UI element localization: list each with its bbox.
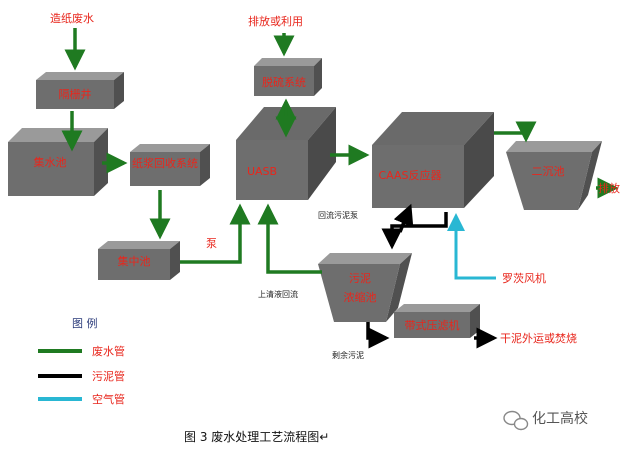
secondary-clarifier-label: 二沉池 [532, 165, 565, 178]
excess-sludge-label: 剩余污泥 [332, 350, 364, 360]
pipe-supernatant-return [257, 203, 322, 274]
pipe-thickener-to-press [366, 322, 390, 349]
caas-reactor-label: CAAS反应器 [378, 168, 441, 182]
sludge-thickener-label-2: 浓缩池 [344, 291, 377, 304]
pipe-return-sludge [381, 212, 448, 250]
legend-air-label: 空气管 [92, 392, 125, 406]
figure-caption: 图 3 废水处理工艺流程图↵ [184, 429, 329, 444]
pipe-air [447, 213, 496, 280]
legend-wastewater-label: 废水管 [92, 344, 125, 358]
return-sludge-pump-label: 回流污泥泵 [318, 210, 358, 220]
discharge-label: 排放 [598, 181, 620, 195]
dry-sludge-label: 干泥外运或焚烧 [500, 332, 577, 345]
discharge-or-reuse-label: 排放或利用 [248, 14, 303, 28]
legend: 图 例 废水管 污泥管 空气管 [38, 316, 125, 406]
uasb-label: UASB [247, 165, 277, 178]
caas-reactor-box: CAAS反应器 [372, 112, 494, 208]
grid-well-label: 隔栅井 [59, 87, 92, 101]
sludge-thickener-funnel: 污泥 浓缩池 [318, 253, 412, 322]
wastewater-pipes [61, 28, 619, 274]
desulfur-system-box: 脱硫系统 [254, 58, 322, 96]
belt-filter-press-label: 带式压滤机 [405, 318, 460, 332]
wastewater-in-label: 造纸废水 [50, 11, 94, 25]
legend-sludge-label: 污泥管 [92, 369, 125, 383]
pulp-recovery-label: 纸浆回收系统 [132, 156, 198, 170]
fan-label: 罗茨风机 [502, 271, 546, 285]
collection-tank-box: 集水池 [8, 128, 108, 196]
grid-well-box: 隔栅井 [36, 72, 124, 109]
concentration-tank-box: 集中池 [98, 241, 180, 280]
pulp-recovery-box: 纸浆回收系统 [130, 144, 210, 186]
belt-filter-press-box: 带式压滤机 [394, 304, 480, 338]
pipe-return-to-caas [393, 203, 414, 233]
desulfur-system-label: 脱硫系统 [262, 75, 306, 89]
supernatant-return-label: 上清液回流 [258, 289, 298, 299]
sludge-pipes [366, 203, 498, 349]
collection-tank-label: 集水池 [34, 155, 67, 169]
watermark-text: 化工高校 [532, 410, 588, 427]
secondary-clarifier-funnel: 二沉池 [506, 141, 602, 210]
legend-title: 图 例 [72, 316, 98, 330]
pump-label: 泵 [206, 237, 217, 250]
wechat-icon [503, 410, 529, 431]
uasb-box: UASB [236, 107, 336, 200]
sludge-thickener-label-1: 污泥 [349, 272, 371, 285]
pipe-caas-to-clarifier [494, 121, 537, 143]
concentration-tank-label: 集中池 [118, 254, 151, 268]
watermark: 化工高校 [503, 410, 588, 431]
pipe-concentration-to-uasb [180, 203, 251, 264]
